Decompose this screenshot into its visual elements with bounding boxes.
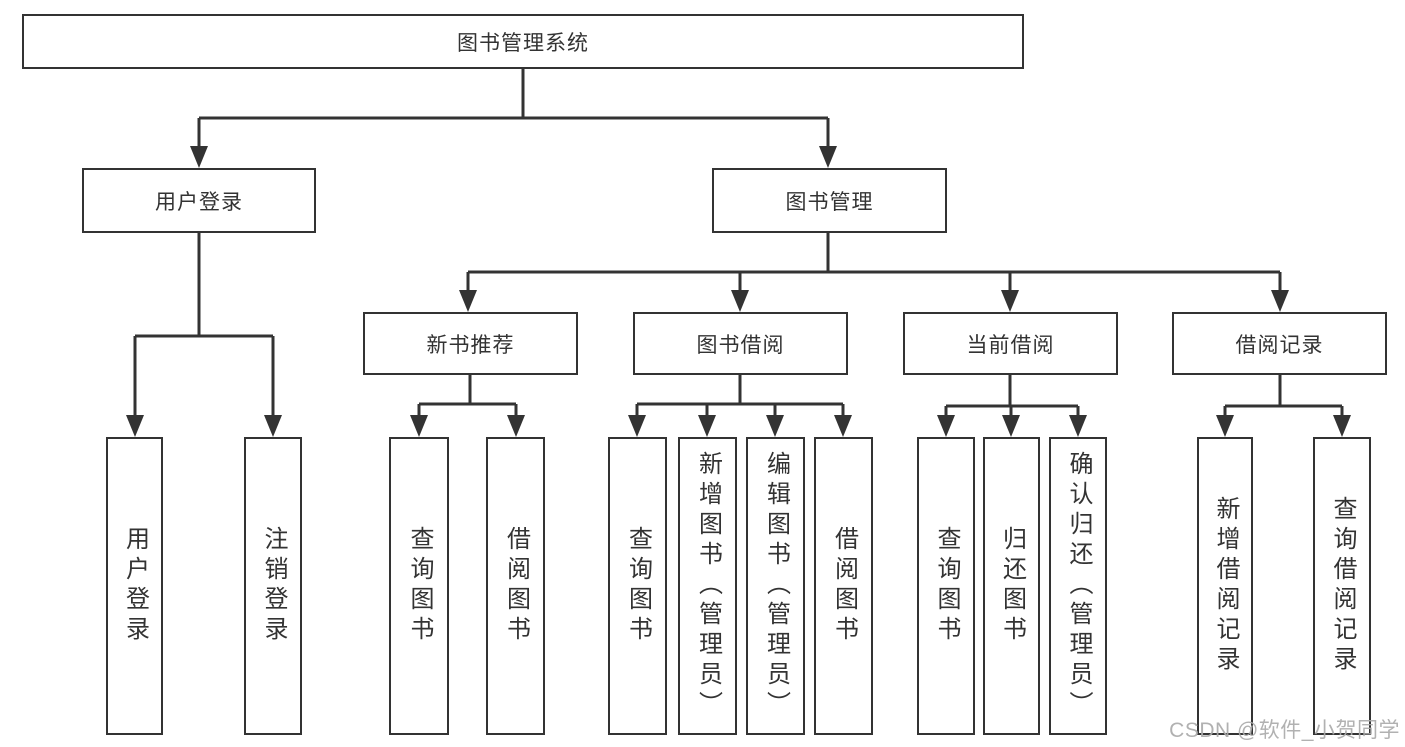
leaf-label: 归还图书	[998, 526, 1026, 646]
node-new-books: 新书推荐	[363, 312, 578, 375]
node-user-login-label: 用户登录	[155, 190, 243, 214]
leaf-label: 借阅图书	[830, 526, 858, 646]
leaf-label: 新增图书（管理员）	[694, 451, 722, 721]
node-borrowing-records: 借阅记录	[1172, 312, 1387, 375]
leaf-borrow-books-borrowing: 借阅图书	[814, 437, 873, 735]
arrowhead-icons	[126, 146, 1351, 437]
leaf-logout-label: 注销登录	[260, 526, 287, 646]
leaf-query-borrow-record: 查询借阅记录	[1313, 437, 1371, 735]
leaf-add-borrow-record: 新增借阅记录	[1197, 437, 1253, 735]
leaf-label: 确认归还（管理员）	[1065, 451, 1092, 721]
leaf-edit-books-admin: 编辑图书（管理员）	[746, 437, 805, 735]
leaf-logout: 注销登录	[244, 437, 302, 735]
leaf-query-books-borrowing: 查询图书	[608, 437, 667, 735]
csdn-watermark: CSDN @软件_小贺同学	[1169, 719, 1400, 742]
leaf-confirm-return-admin: 确认归还（管理员）	[1049, 437, 1107, 735]
leaf-label: 编辑图书（管理员）	[762, 451, 790, 721]
node-user-login: 用户登录	[82, 168, 316, 233]
leaf-label: 查询图书	[624, 526, 652, 646]
node-root: 图书管理系统	[22, 14, 1024, 69]
node-borrowing-records-label: 借阅记录	[1235, 333, 1324, 357]
node-book-management: 图书管理	[712, 168, 947, 233]
node-book-management-label: 图书管理	[785, 190, 874, 214]
leaf-borrow-books-newbooks: 借阅图书	[486, 437, 545, 735]
leaf-user-login: 用户登录	[106, 437, 163, 735]
node-current-borrowing-label: 当前借阅	[966, 333, 1055, 357]
leaf-label: 查询图书	[406, 526, 433, 646]
leaf-query-books-current: 查询图书	[917, 437, 975, 735]
leaf-label: 新增借阅记录	[1212, 496, 1239, 676]
leaf-label: 查询借阅记录	[1329, 496, 1356, 676]
leaf-label: 查询图书	[933, 526, 960, 646]
leaf-query-books-newbooks: 查询图书	[389, 437, 449, 735]
node-current-borrowing: 当前借阅	[903, 312, 1118, 375]
node-book-borrowing: 图书借阅	[633, 312, 848, 375]
node-book-borrowing-label: 图书借阅	[696, 333, 785, 357]
leaf-label: 借阅图书	[502, 526, 530, 646]
node-root-label: 图书管理系统	[457, 31, 589, 55]
leaf-add-books-admin: 新增图书（管理员）	[678, 437, 737, 735]
leaf-user-login-label: 用户登录	[121, 526, 149, 646]
node-new-books-label: 新书推荐	[426, 333, 515, 357]
leaf-return-books: 归还图书	[983, 437, 1040, 735]
